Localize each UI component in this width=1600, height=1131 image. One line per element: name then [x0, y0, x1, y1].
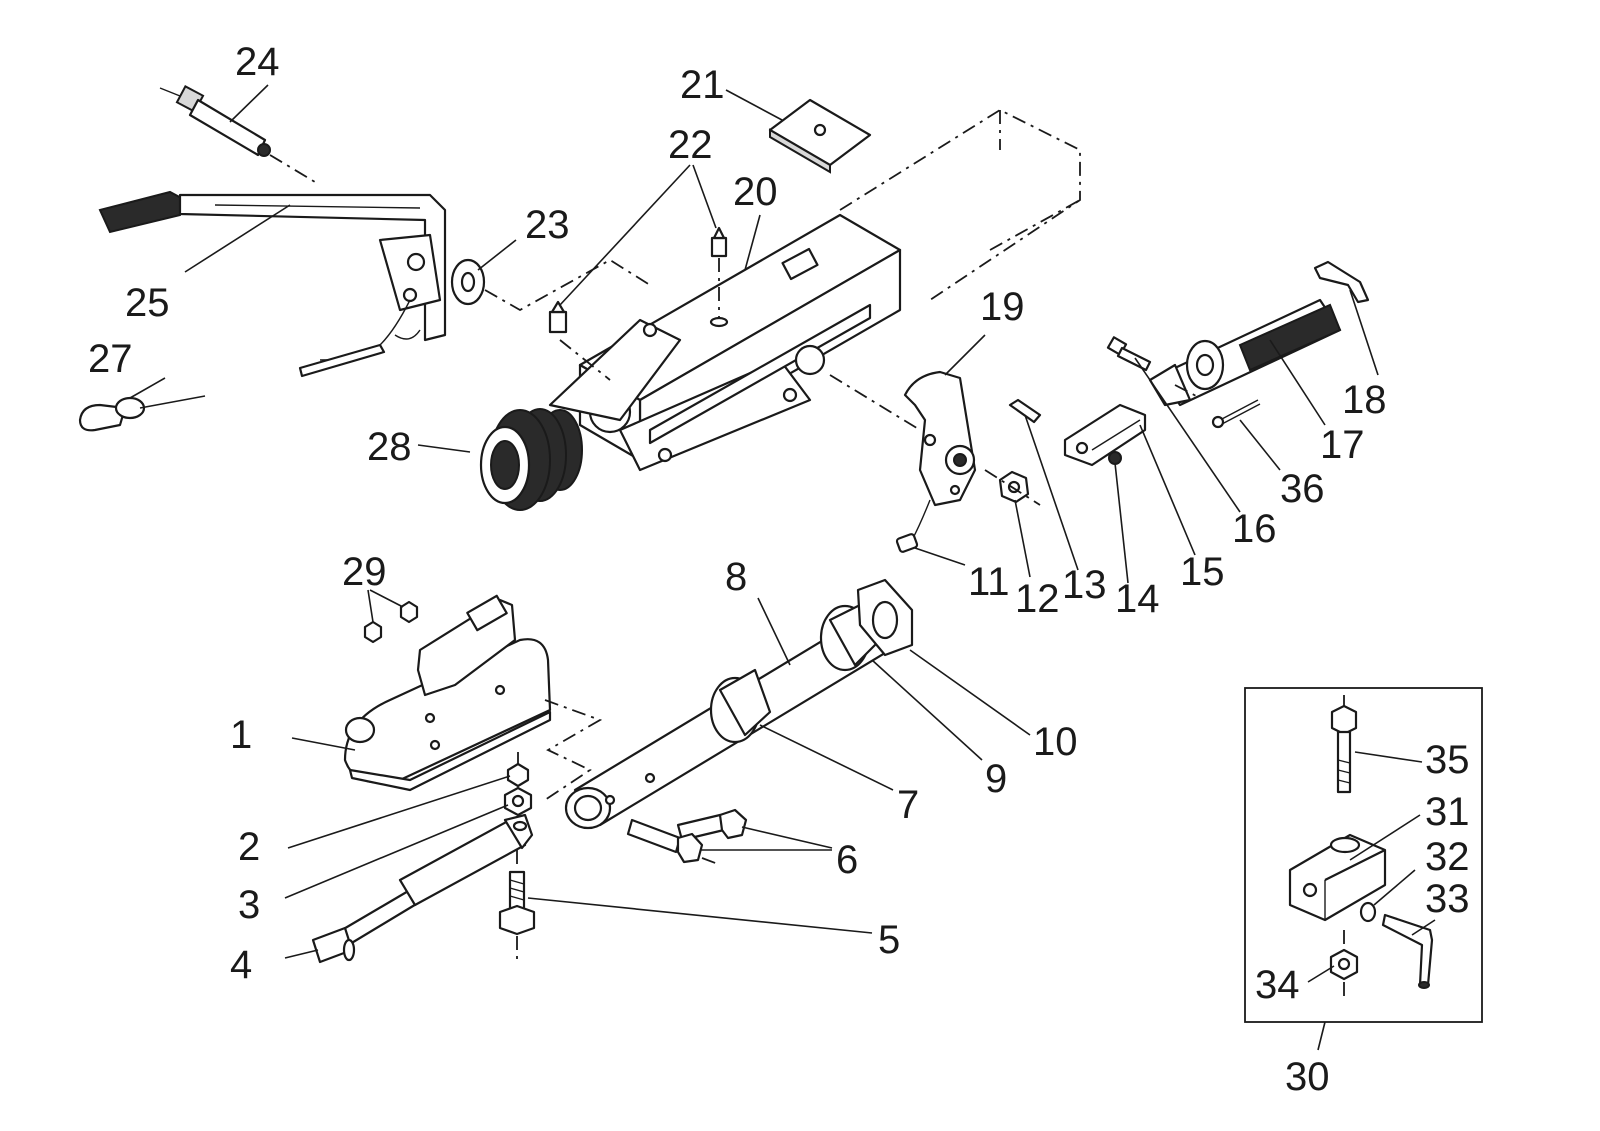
label-31: 31: [1425, 790, 1470, 834]
drawbar-housing: [548, 108, 1081, 472]
label-36: 36: [1280, 467, 1325, 511]
label-3: 3: [238, 883, 260, 927]
label-10: 10: [1033, 720, 1078, 764]
label-20: 20: [733, 170, 778, 214]
label-27: 27: [88, 337, 133, 381]
cover-plate: [768, 98, 872, 174]
label-23: 23: [525, 203, 570, 247]
label-14: 14: [1115, 577, 1160, 621]
label-1: 1: [230, 713, 252, 757]
grease-nipple-front: [548, 300, 611, 381]
label-19: 19: [980, 285, 1025, 329]
label-4: 4: [230, 943, 252, 987]
inset-detail-box: [1244, 687, 1483, 1023]
washer: [450, 258, 651, 312]
lock-nut: [984, 469, 1041, 506]
label-35: 35: [1425, 738, 1470, 782]
brake-rod-assembly: [1008, 260, 1370, 467]
label-25: 25: [125, 281, 170, 325]
label-33: 33: [1425, 877, 1470, 921]
small-fasteners: [311, 752, 748, 964]
part-number-labels: 1 2 3 4 5 6 7 8 9 10 11 12 13 14 15 16 1…: [88, 40, 1470, 1099]
label-13: 13: [1062, 563, 1107, 607]
coupling-head: [343, 594, 603, 801]
breakaway-cable: [78, 395, 206, 432]
label-21: 21: [680, 63, 725, 107]
leader-lines: [129, 84, 1436, 1051]
label-8: 8: [725, 555, 747, 599]
gas-spring: [159, 85, 316, 183]
label-12: 12: [1015, 577, 1060, 621]
label-17: 17: [1320, 423, 1365, 467]
label-5: 5: [878, 918, 900, 962]
label-18: 18: [1342, 378, 1387, 422]
handbrake-lever: [98, 190, 447, 378]
grease-nipple-top: [709, 226, 729, 328]
label-2: 2: [238, 825, 260, 869]
label-29: 29: [342, 550, 387, 594]
label-6: 6: [836, 838, 858, 882]
label-16: 16: [1232, 507, 1277, 551]
label-30: 30: [1285, 1055, 1330, 1099]
label-15: 15: [1180, 550, 1225, 594]
draw-shaft: [564, 578, 914, 830]
label-7: 7: [897, 783, 919, 827]
label-34: 34: [1255, 963, 1300, 1007]
label-28: 28: [367, 425, 412, 469]
label-11: 11: [968, 560, 1010, 604]
brake-linkage-lever: [829, 370, 977, 553]
label-32: 32: [1425, 835, 1470, 879]
rubber-bellows: [479, 408, 583, 511]
label-24: 24: [235, 40, 280, 84]
label-22: 22: [668, 123, 713, 167]
label-9: 9: [985, 757, 1007, 801]
